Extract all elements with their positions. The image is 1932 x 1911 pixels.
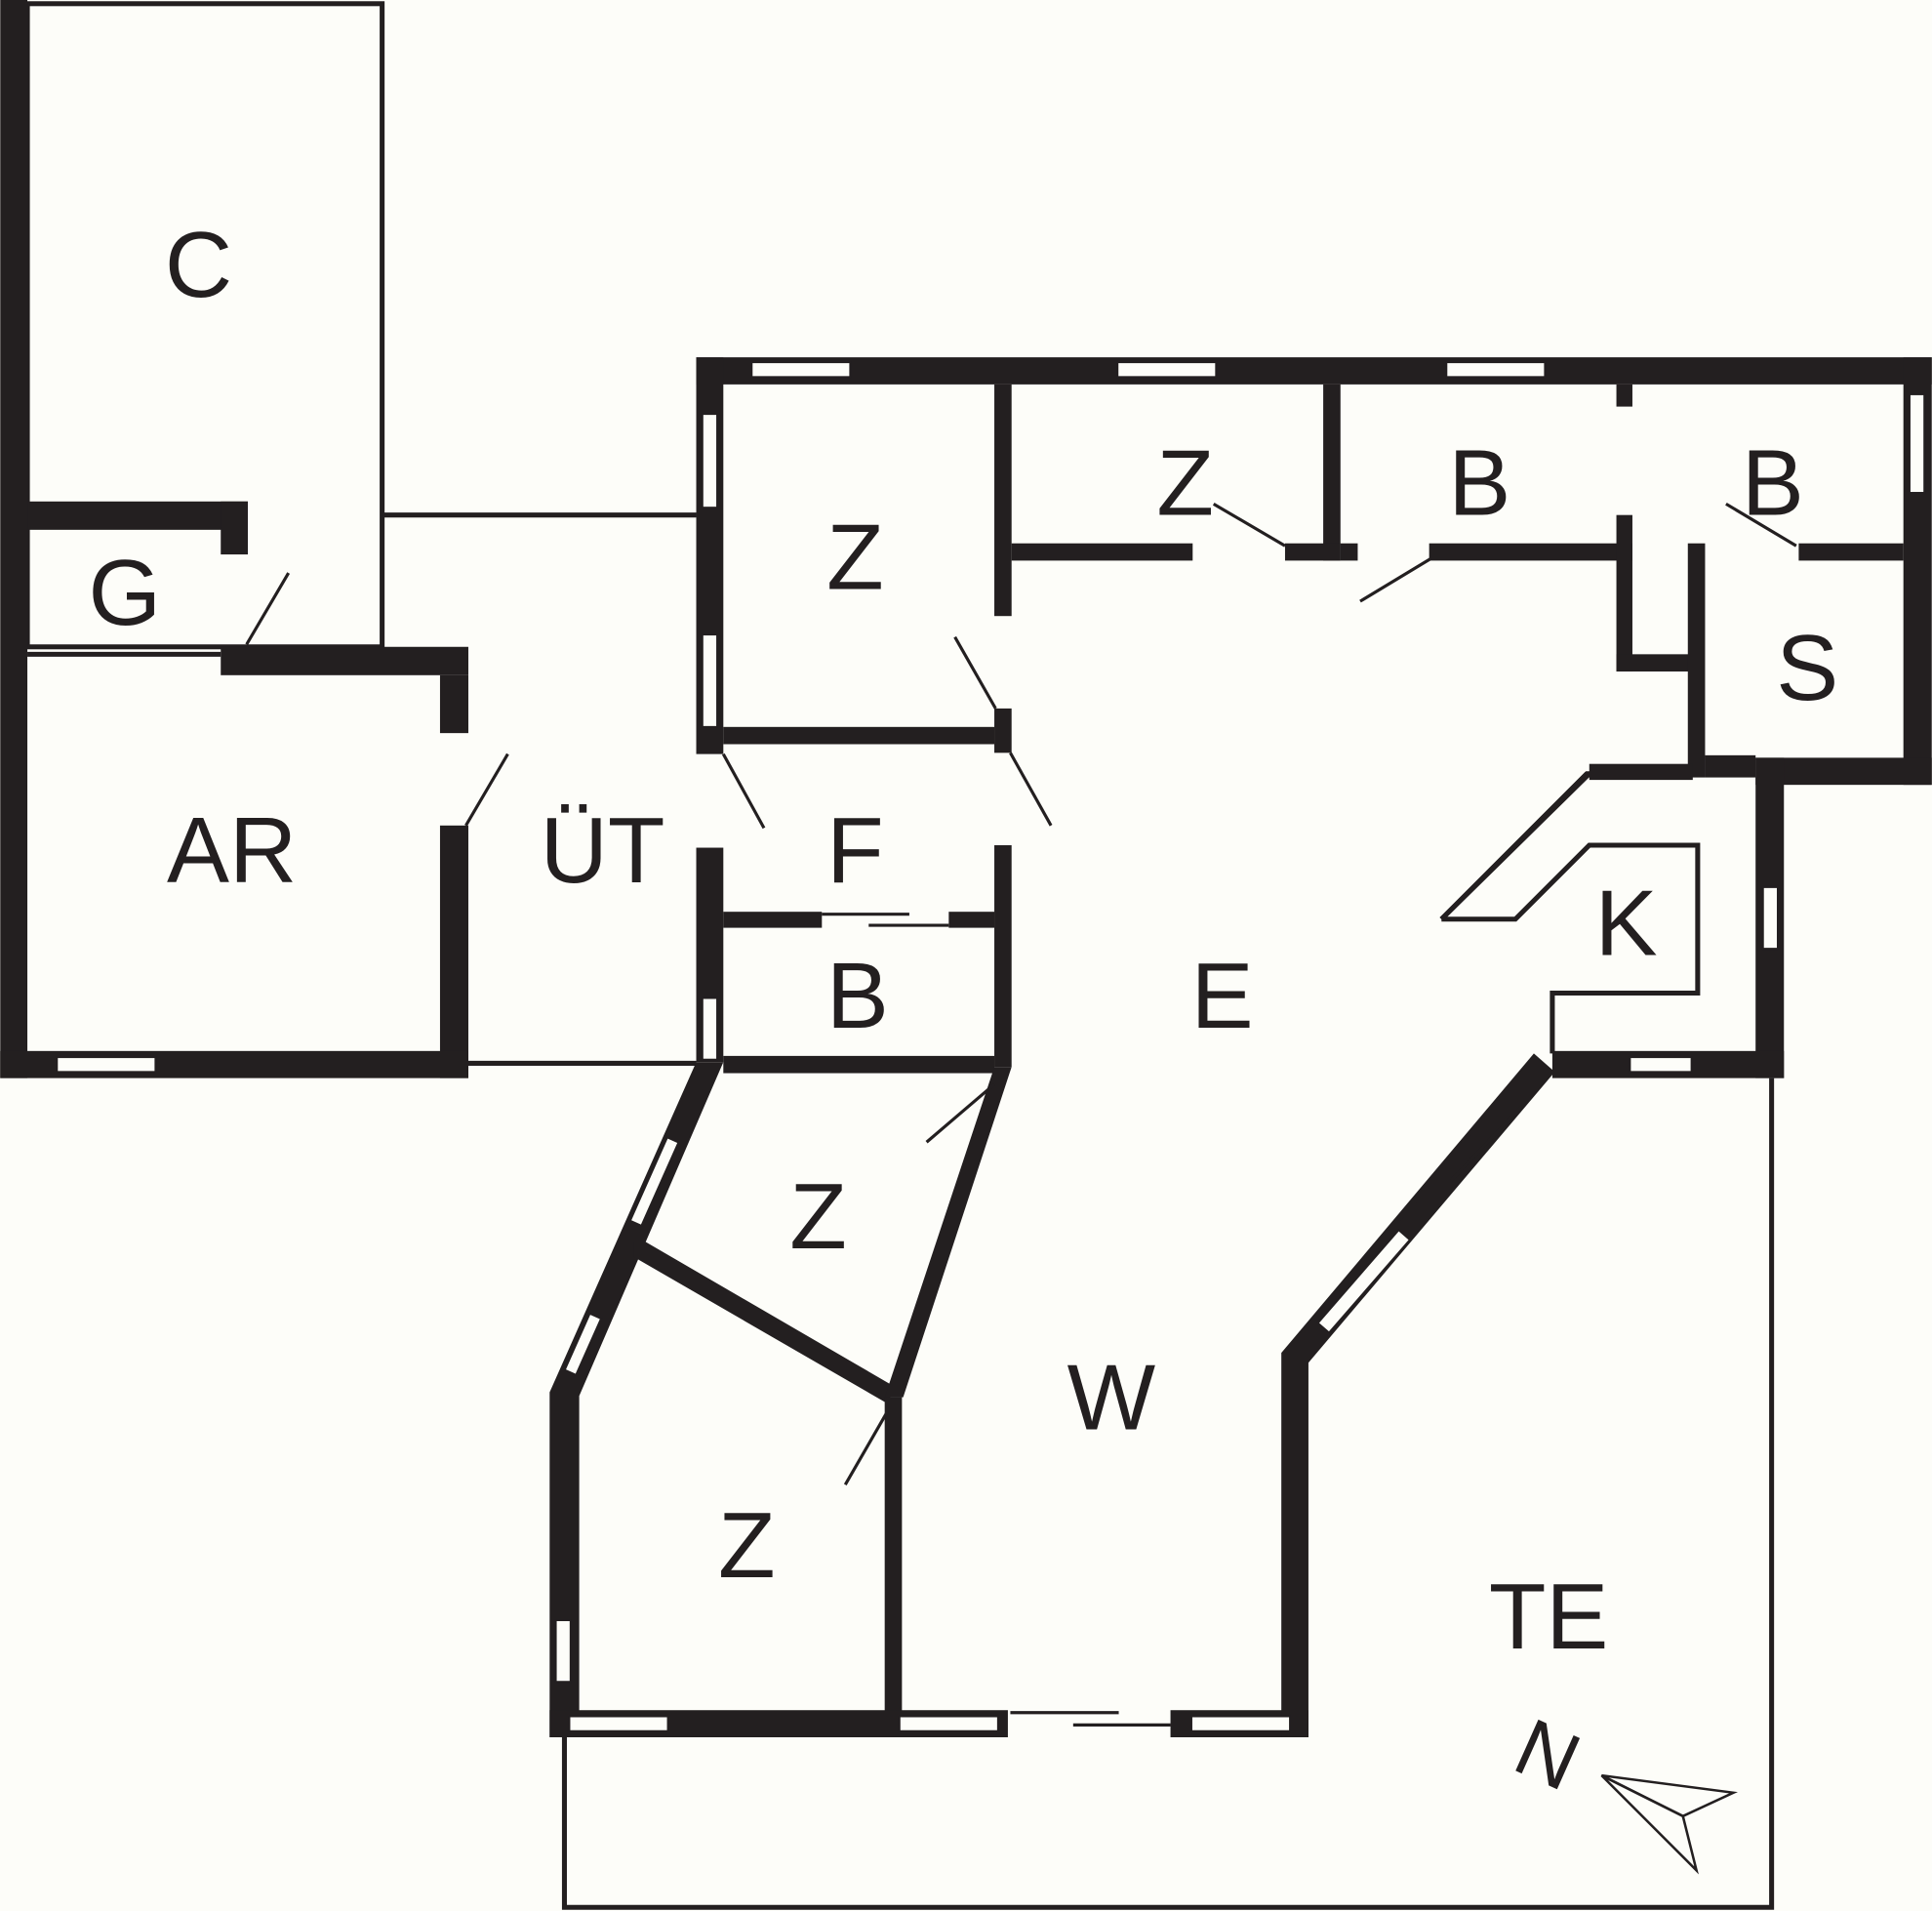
room-label-ut: ÜT	[541, 798, 665, 903]
window	[701, 996, 718, 1061]
window	[568, 1715, 669, 1732]
room-label-s: S	[1776, 616, 1838, 720]
window	[563, 1312, 603, 1376]
window	[1116, 361, 1218, 379]
room-label-b: B	[1742, 431, 1804, 536]
room-label-z: Z	[789, 1164, 847, 1269]
room-label-z: Z	[718, 1493, 776, 1598]
window	[750, 361, 852, 379]
window	[1909, 393, 1926, 494]
window	[1316, 1228, 1412, 1334]
doors	[245, 502, 1797, 1727]
room-label-e: E	[1191, 944, 1254, 1048]
window	[554, 1619, 572, 1684]
room-label-c: C	[165, 213, 232, 317]
thin-outlines	[24, 1, 1775, 1910]
window	[1190, 1715, 1291, 1732]
north-compass: N	[1503, 1701, 1738, 1875]
compass-arrow-icon	[1600, 1773, 1738, 1875]
room-label-f: F	[826, 798, 884, 903]
window	[701, 633, 718, 728]
room-label-b: B	[826, 944, 889, 1048]
room-label-te: TE	[1489, 1565, 1609, 1669]
window	[1445, 361, 1547, 379]
window	[1629, 1056, 1693, 1074]
compass-north-label: N	[1503, 1701, 1593, 1808]
walls	[0, 0, 1932, 1737]
room-label-z: Z	[1156, 431, 1214, 536]
room-labels: C G AR ÜT Z Z B B S F B K E Z W Z TE	[88, 213, 1838, 1669]
window	[56, 1056, 157, 1074]
room-label-w: W	[1067, 1345, 1156, 1449]
window	[1761, 885, 1779, 951]
window	[701, 413, 718, 509]
windows	[56, 361, 1926, 1732]
window	[628, 1136, 680, 1228]
window	[898, 1715, 999, 1732]
room-label-b: B	[1448, 431, 1510, 536]
room-label-k: K	[1595, 871, 1658, 975]
room-label-g: G	[88, 541, 161, 645]
room-label-ar: AR	[167, 798, 297, 903]
room-label-z: Z	[826, 505, 884, 609]
